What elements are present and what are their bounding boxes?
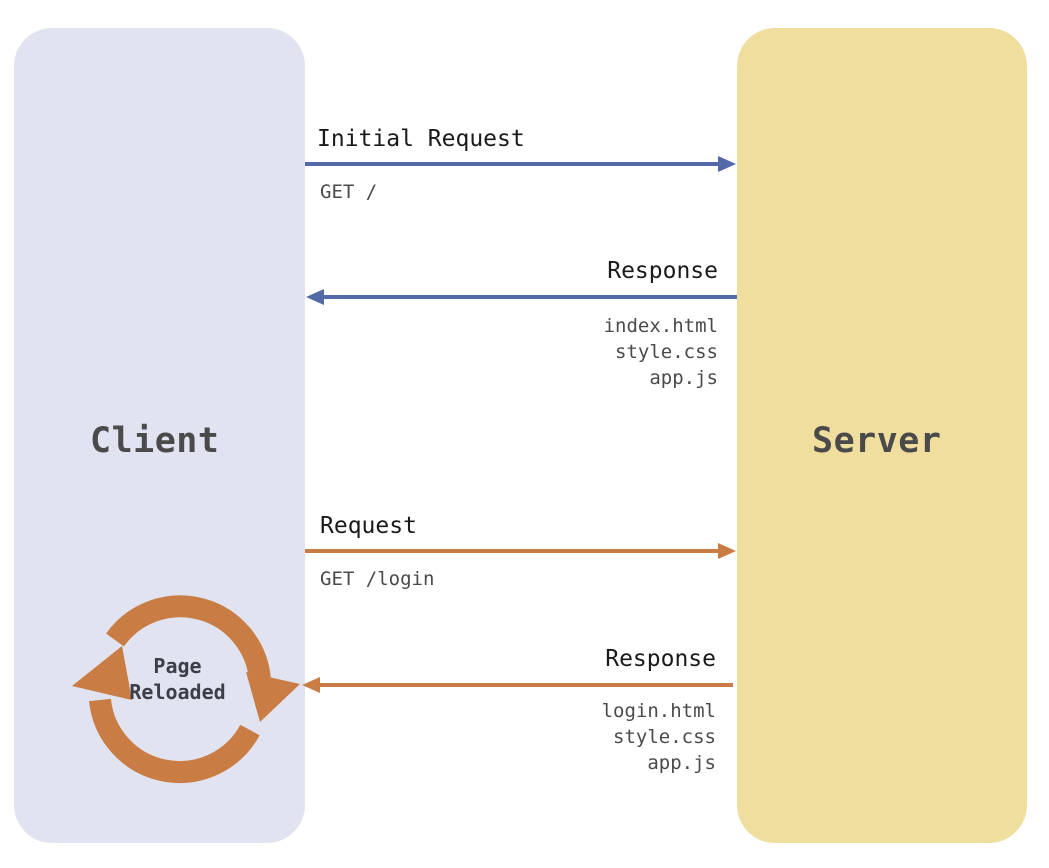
initial-request-label: Initial Request	[317, 126, 525, 152]
response-2-label: Response	[605, 646, 716, 672]
response-2-arrow	[302, 677, 733, 693]
request-2-label: Request	[320, 513, 417, 539]
response-1-files: index.html style.css app.js	[603, 315, 718, 389]
response-2-files: login.html style.css app.js	[601, 700, 716, 774]
request-2-detail: GET /login	[320, 568, 435, 590]
server-title: Server	[812, 421, 942, 461]
response-1-label: Response	[607, 258, 718, 284]
initial-request-arrow	[305, 156, 736, 172]
response-1-arrow	[306, 289, 737, 305]
initial-request-detail: GET /	[320, 181, 378, 203]
reload-cycle-icon	[72, 595, 300, 783]
page-reloaded-label: Page Reloaded	[129, 654, 226, 704]
client-title: Client	[90, 421, 220, 461]
request-2-arrow	[305, 543, 736, 559]
server-panel	[737, 28, 1027, 843]
